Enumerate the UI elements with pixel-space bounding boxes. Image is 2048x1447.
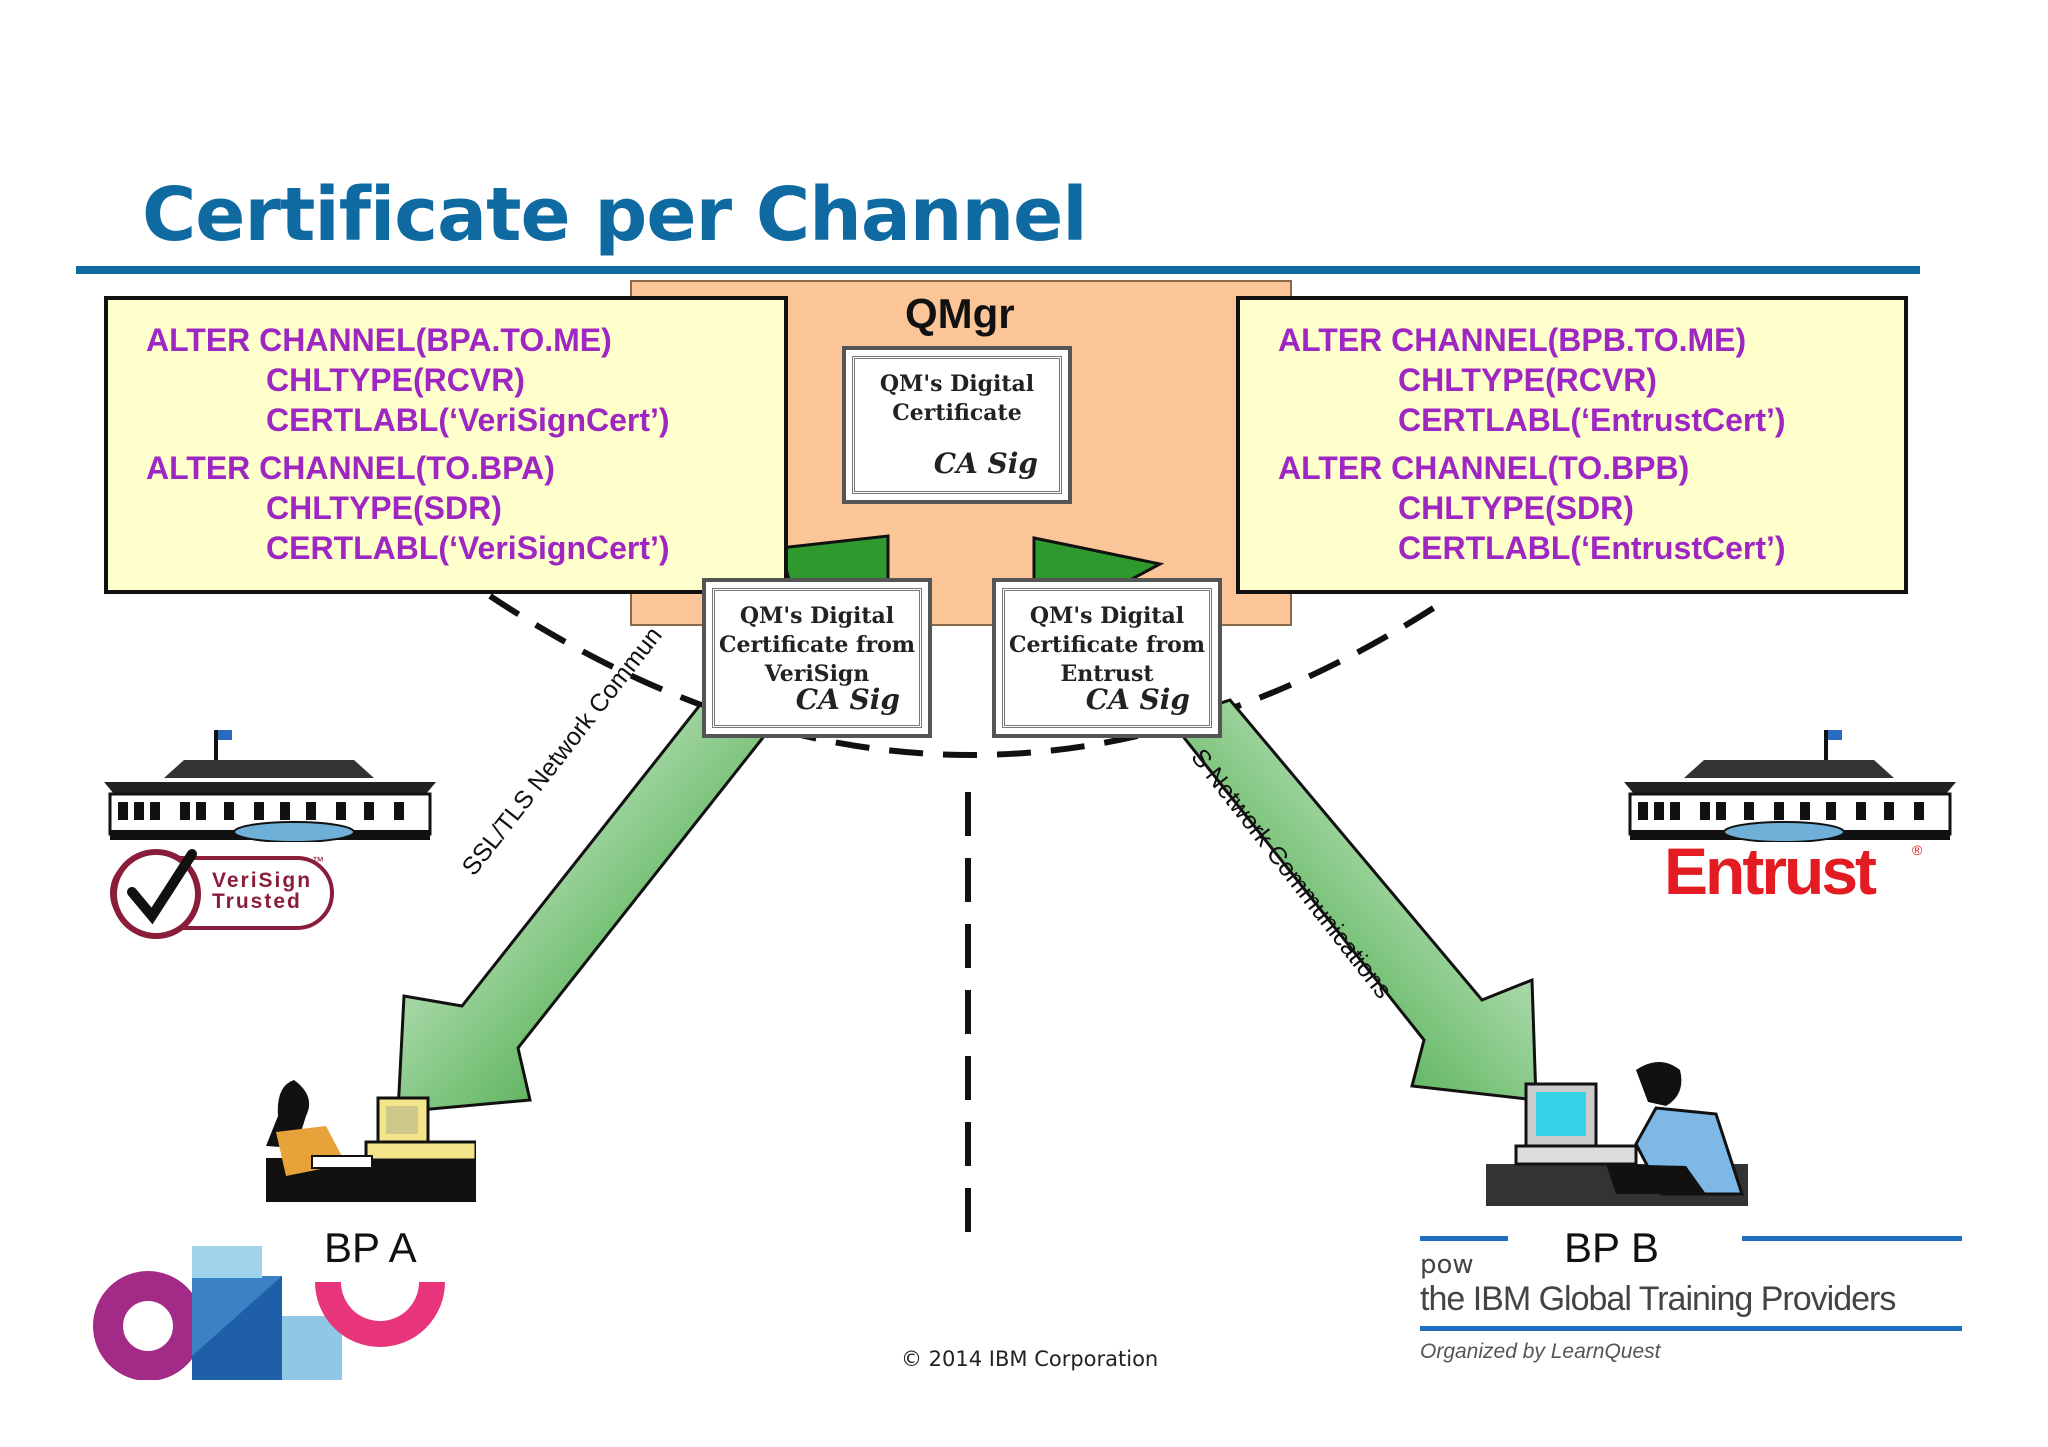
person-at-computer-icon <box>1486 1062 1748 1206</box>
command-line: CERTLABL(‘EntrustCert’) <box>1398 530 1786 566</box>
person-at-computer-icon <box>266 1080 476 1202</box>
bp-b-label: BP B <box>1564 1224 1659 1271</box>
command-line: CHLTYPE(SDR) <box>266 490 502 526</box>
copyright: © 2014 IBM Corporation <box>901 1347 1159 1371</box>
learnquest-text: Organized by LearnQuest <box>1420 1340 1661 1363</box>
qmgr-label: QMgr <box>905 290 1015 337</box>
command-line: CHLTYPE(RCVR) <box>266 362 525 398</box>
ibm-rule <box>1420 1326 1962 1331</box>
bpa-channel-commands: ALTER CHANNEL(BPA.TO.ME) CHLTYPE(RCVR) C… <box>104 296 788 594</box>
command-line: CERTLABL(‘EntrustCert’) <box>1398 402 1786 438</box>
verisign-check-icon <box>110 849 334 939</box>
entrust-logo: Entrust <box>1664 834 1877 908</box>
command-line: CERTLABL(‘VeriSignCert’) <box>266 402 670 438</box>
command-line: ALTER CHANNEL(TO.BPA) <box>146 450 555 486</box>
ibm-rule <box>1742 1236 1962 1241</box>
entrust-certificate-text: QM's Digital Certificate from Entrust <box>1008 603 1206 687</box>
qmgr-certificate: QM's Digital Certificate CA Sig <box>842 346 1072 504</box>
command-line: ALTER CHANNEL(BPB.TO.ME) <box>1278 322 1747 358</box>
verisign-logo-text: VeriSign Trusted <box>212 869 313 913</box>
verisign-certificate-text: QM's Digital Certificate from VeriSign <box>718 603 916 687</box>
command-line: CERTLABL(‘VeriSignCert’) <box>266 530 670 566</box>
ssl-arrow-to-bpa <box>396 703 768 1114</box>
decorative-logo-shapes <box>93 1246 445 1380</box>
bpb-channel-commands: ALTER CHANNEL(BPB.TO.ME) CHLTYPE(RCVR) C… <box>1236 296 1908 594</box>
network-boundary-arc <box>488 593 1448 758</box>
building-icon <box>1624 730 1956 842</box>
verisign-certificate-signature: CA Sig <box>795 683 900 716</box>
ibm-powered-text: pow <box>1420 1250 1474 1280</box>
verisign-trademark: ™ <box>312 854 324 868</box>
ibm-rule <box>1420 1236 1508 1241</box>
qmgr-certificate-signature: CA Sig <box>933 447 1038 480</box>
flag-icon <box>1828 730 1842 740</box>
command-line: CHLTYPE(RCVR) <box>1398 362 1657 398</box>
ibm-provider-text: the IBM Global Training Providers <box>1420 1280 1896 1318</box>
qmgr-certificate-text: QM's Digital Certificate <box>879 371 1035 426</box>
title-underline <box>76 266 1920 274</box>
command-line: ALTER CHANNEL(BPA.TO.ME) <box>146 322 612 358</box>
entrust-certificate-signature: CA Sig <box>1085 683 1190 716</box>
verisign-certificate: QM's Digital Certificate from VeriSign C… <box>702 578 932 738</box>
entrust-registered-mark: ® <box>1912 842 1923 858</box>
entrust-certificate: QM's Digital Certificate from Entrust CA… <box>992 578 1222 738</box>
command-line: CHLTYPE(SDR) <box>1398 490 1634 526</box>
command-line: ALTER CHANNEL(TO.BPB) <box>1278 450 1690 486</box>
ssl-arrow-to-bpb <box>1167 698 1538 1102</box>
building-icon <box>104 730 436 842</box>
slide-title: Certificate per Channel <box>142 172 1088 258</box>
bp-a-label: BP A <box>324 1224 417 1271</box>
flag-icon <box>218 730 232 740</box>
